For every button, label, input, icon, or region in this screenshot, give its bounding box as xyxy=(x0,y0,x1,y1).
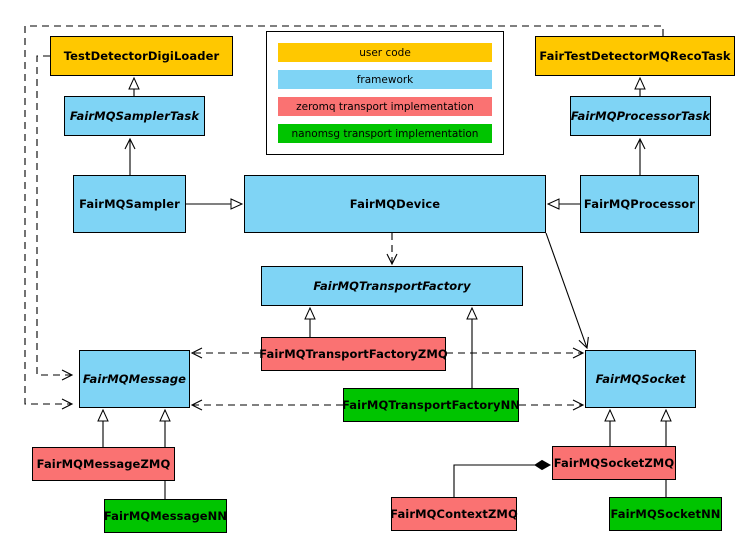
class-box-FairMQSamplerTask[interactable]: FairMQSamplerTask xyxy=(64,96,205,136)
class-box-FairMQMessageNN[interactable]: FairMQMessageNN xyxy=(104,499,227,533)
class-box-FairMQTransportFactory[interactable]: FairMQTransportFactory xyxy=(261,266,523,306)
legend-item-zeromq: zeromq transport implementation xyxy=(278,97,492,116)
edge-usercode-rail-right xyxy=(24,25,664,410)
class-box-label: FairMQProcessor xyxy=(583,196,696,211)
class-box-label: FairMQTransportFactoryNN xyxy=(341,397,521,412)
legend-label-zeromq: zeromq transport implementation xyxy=(296,100,474,113)
class-box-label: FairMQSampler xyxy=(79,196,180,211)
class-box-label: FairMQContextZMQ xyxy=(390,506,518,521)
legend-item-framework: framework xyxy=(278,70,492,89)
class-box-FairMQSocket[interactable]: FairMQSocket xyxy=(585,350,696,408)
class-box-label: FairMQSocketNN xyxy=(610,506,721,521)
class-box-FairMQTransportFactoryZMQ[interactable]: FairMQTransportFactoryZMQ xyxy=(259,337,448,371)
class-box-TestDetectorDigiLoader[interactable]: TestDetectorDigiLoader xyxy=(50,36,233,76)
class-box-FairMQContextZMQ[interactable]: FairMQContextZMQ xyxy=(390,497,518,531)
legend-item-nanomsg: nanomsg transport implementation xyxy=(278,124,492,143)
class-box-label: FairMQSocketZMQ xyxy=(553,455,675,470)
class-box-FairMQSocketNN[interactable]: FairMQSocketNN xyxy=(609,497,722,531)
class-box-label: FairMQDevice xyxy=(349,196,441,211)
legend: user code framework zeromq transport imp… xyxy=(266,31,504,155)
legend-label-user-code: user code xyxy=(359,46,411,59)
class-box-FairMQProcessor[interactable]: FairMQProcessor xyxy=(580,175,699,233)
edge-socketzmq-composes-contextzmq xyxy=(453,459,552,497)
class-box-label: FairMQTransportFactoryZMQ xyxy=(259,346,448,361)
legend-label-nanomsg: nanomsg transport implementation xyxy=(291,127,479,140)
class-box-FairTestDetectorMQRecoTask[interactable]: FairTestDetectorMQRecoTask xyxy=(535,36,735,76)
class-box-label: FairMQMessage xyxy=(82,371,187,386)
class-box-label: TestDetectorDigiLoader xyxy=(63,48,220,63)
class-box-FairMQSocketZMQ[interactable]: FairMQSocketZMQ xyxy=(552,446,676,480)
class-box-FairMQDevice[interactable]: FairMQDevice xyxy=(244,175,546,233)
class-box-FairMQMessageZMQ[interactable]: FairMQMessageZMQ xyxy=(32,447,175,481)
class-box-label: FairMQProcessorTask xyxy=(570,108,711,123)
class-box-label: FairTestDetectorMQRecoTask xyxy=(539,48,731,63)
class-box-label: FairMQSamplerTask xyxy=(69,108,200,123)
legend-label-framework: framework xyxy=(356,73,414,86)
class-box-FairMQProcessorTask[interactable]: FairMQProcessorTask xyxy=(570,96,711,136)
class-box-label: FairMQMessageZMQ xyxy=(36,456,171,471)
class-box-label: FairMQTransportFactory xyxy=(313,278,471,293)
legend-item-user-code: user code xyxy=(278,43,492,62)
class-box-FairMQMessage[interactable]: FairMQMessage xyxy=(79,350,190,408)
class-box-label: FairMQSocket xyxy=(595,371,686,386)
class-box-label: FairMQMessageNN xyxy=(103,508,228,523)
edge-device-uses-socket xyxy=(545,232,589,350)
class-box-FairMQTransportFactoryNN[interactable]: FairMQTransportFactoryNN xyxy=(341,388,521,422)
edge-digiloader-to-message xyxy=(36,55,74,381)
class-box-FairMQSampler[interactable]: FairMQSampler xyxy=(73,175,186,233)
